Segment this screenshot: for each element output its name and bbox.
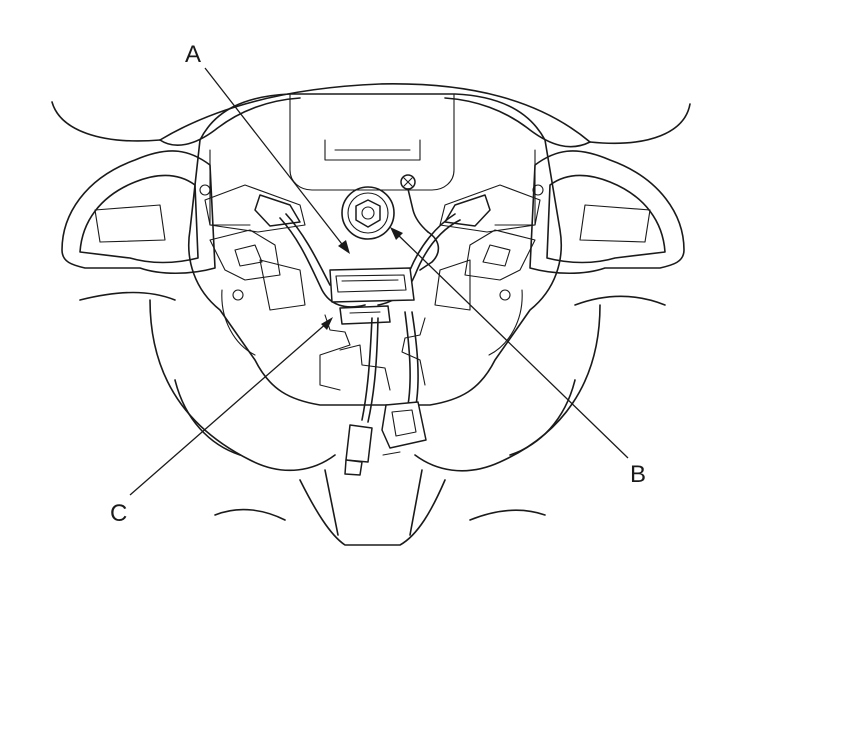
callout-b-label: B [630,461,646,488]
left-switch-cluster [199,184,306,356]
callout-c: C [110,317,333,527]
callout-b-leader [394,231,629,459]
callout-a: A [185,41,350,254]
callout-a-label: A [185,41,201,68]
connector-block [319,267,426,391]
callout-b-arrowhead [390,227,403,240]
steering-wheel-bolt [341,186,395,240]
ground-terminal [400,174,429,233]
callout-c-label: C [110,500,127,527]
airbag-cavity [188,93,562,406]
callout-a-leader [204,67,346,249]
callout-a-arrowhead [338,240,350,254]
callout-b: B [390,227,646,488]
callout-c-arrowhead [321,317,333,330]
callout-c-leader [129,321,329,496]
steering-wheel-rim [51,83,691,521]
steering-wheel-body [61,97,685,546]
right-switch-cluster [434,184,544,356]
hanging-connectors [344,311,427,476]
